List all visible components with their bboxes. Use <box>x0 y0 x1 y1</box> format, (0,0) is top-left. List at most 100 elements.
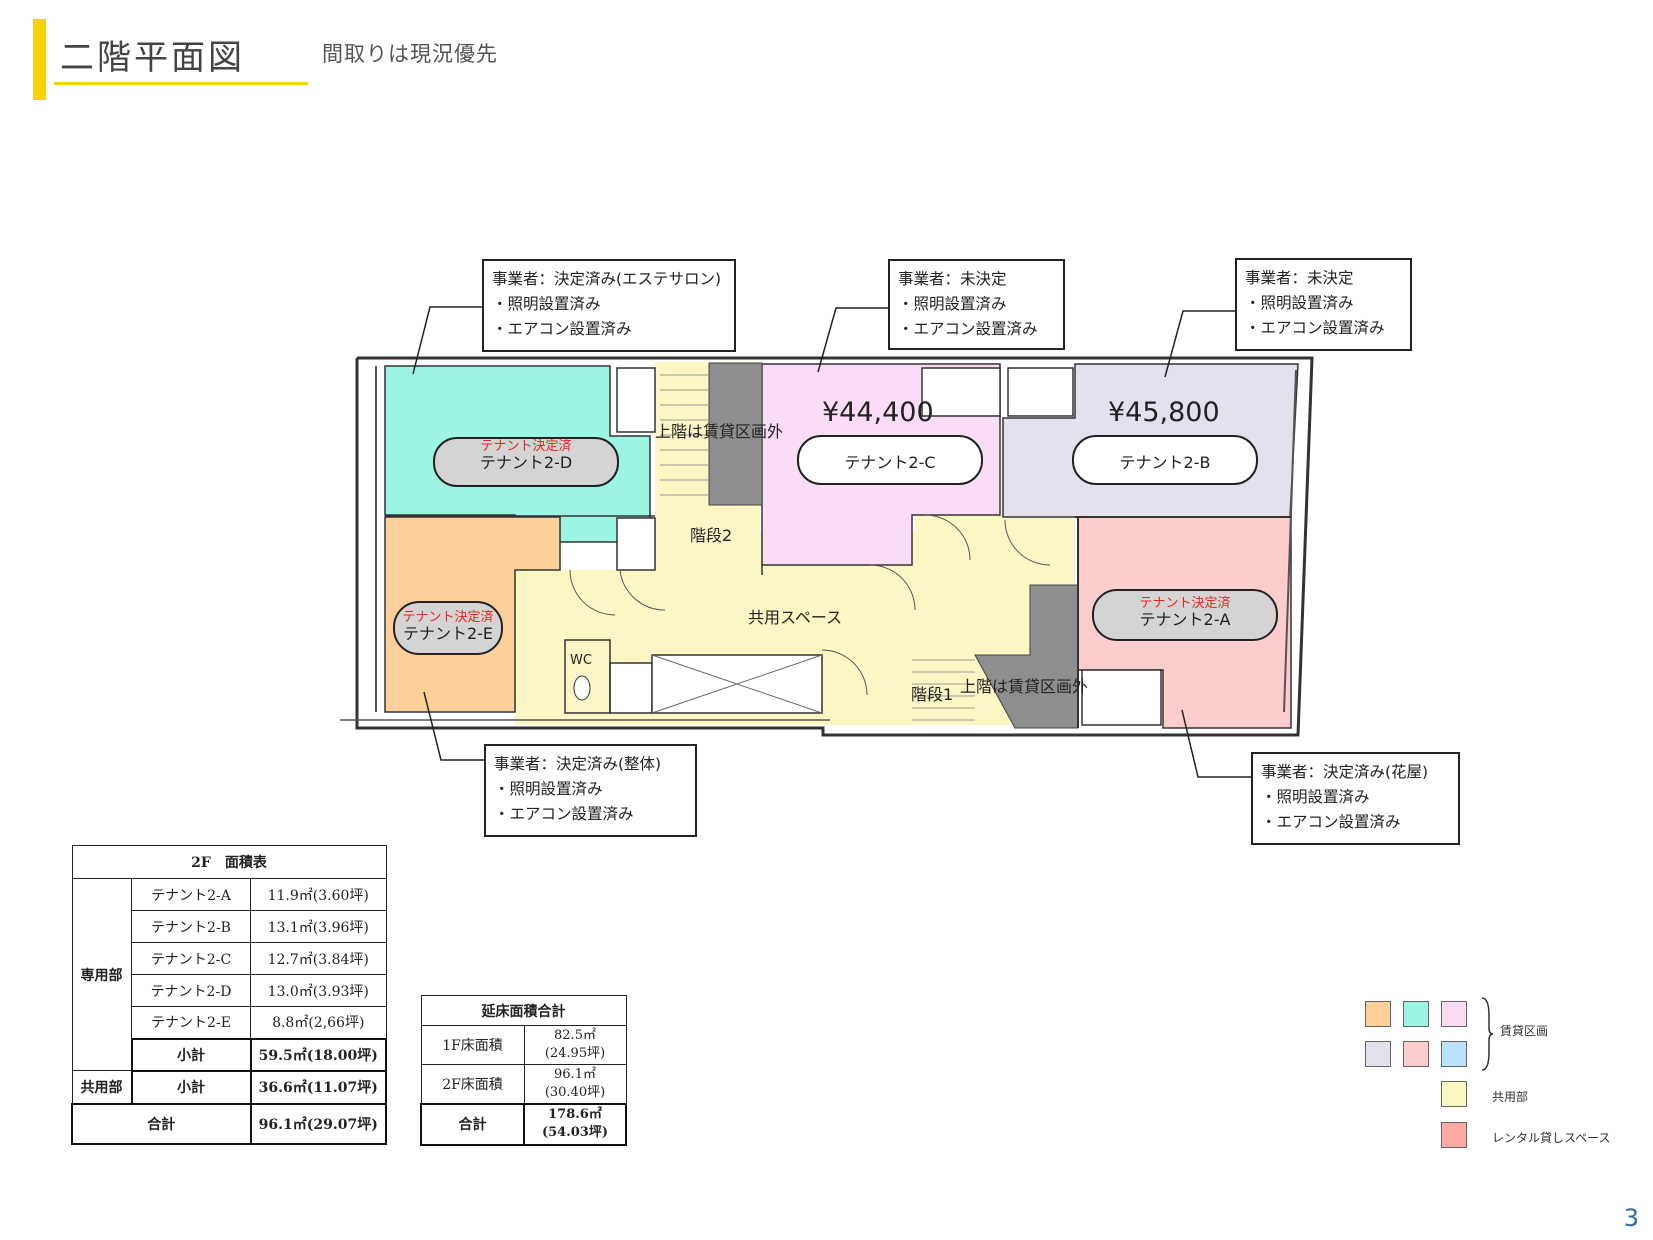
tenant-name: テナント2-C <box>131 942 251 975</box>
floor-total-label: 合計 <box>420 1102 525 1146</box>
callout-2-D: 事業者：決定済み(エステサロン) ・照明設置済み ・エアコン設置済み <box>482 259 736 352</box>
tenant-name: テナント2-D <box>131 974 251 1007</box>
floor-area-tsubo: (24.95坪) <box>544 1046 606 1061</box>
floor-area-tsubo: (30.40坪) <box>544 1084 606 1100</box>
legend-rental-space-swatch <box>1441 1122 1467 1148</box>
title-accent-bar <box>33 19 46 100</box>
legend-rental-space-label: レンタル貸しスペース <box>1492 1131 1611 1145</box>
tenant-area: 11.9㎡(3.60坪) <box>250 878 387 911</box>
floor-table-title: 延床面積合計 <box>420 995 627 1026</box>
callout-2-C: 事業者：未決定 ・照明設置済み ・エアコン設置済み <box>888 259 1065 350</box>
page-title: 二階平面図 <box>60 38 245 78</box>
closet-5 <box>1081 669 1162 726</box>
common-subtotal-label: 小計 <box>130 1069 252 1105</box>
leader-c <box>817 307 888 373</box>
closet-1 <box>616 367 656 433</box>
legend-swatch <box>1403 1041 1429 1067</box>
floor-area-sqm: 96.1㎡ <box>554 1066 596 1082</box>
floor-area: 96.1㎡ (30.40坪) <box>523 1064 627 1104</box>
floor-total: 178.6㎡ (54.03坪) <box>523 1102 627 1146</box>
room-2-C-label: テナント2-C <box>844 453 936 472</box>
closet-4 <box>1007 367 1074 417</box>
room-2-C-pill: テナント2-C <box>797 435 983 485</box>
callout-2-E: 事業者：決定済み(整体) ・照明設置済み ・エアコン設置済み <box>484 744 697 837</box>
door-swing-4 <box>924 514 971 561</box>
callout-2-B: 事業者：未決定 ・照明設置済み ・エアコン設置済み <box>1235 258 1412 351</box>
room-2-E-status: テナント決定済 <box>402 610 494 625</box>
room-2-A-pill: テナント決定済 テナント2-A <box>1092 589 1278 641</box>
closet-3 <box>921 367 1001 417</box>
callout-line: ・照明設置済み <box>1261 788 1370 806</box>
floor-name: 1F床面積 <box>420 1025 525 1065</box>
upper-floor-note-1: 上階は賃貸区画外 <box>960 677 1089 696</box>
leader-d <box>412 306 483 375</box>
tenant-name: テナント2-B <box>131 910 251 943</box>
callout-line: ・エアコン設置済み <box>898 320 1038 338</box>
private-subtotal: 59.5㎡(18.00坪) <box>249 1037 387 1072</box>
callout-line: ・エアコン設置済み <box>1261 813 1401 831</box>
callout-line: ・照明設置済み <box>1245 294 1354 312</box>
door-swing-6 <box>821 649 868 696</box>
floor-area-sqm: 82.5㎡ <box>554 1028 596 1043</box>
tenant-area: 12.7㎡(3.84坪) <box>250 942 387 975</box>
callout-line: 事業者：未決定 <box>898 270 1007 288</box>
callout-line: ・エアコン設置済み <box>494 805 634 823</box>
callout-line: ・エアコン設置済み <box>492 320 632 338</box>
legend-swatch <box>1403 1001 1429 1027</box>
inner-wall-right <box>1283 369 1297 713</box>
legend-rental-label: 賃貸区画 <box>1500 1024 1549 1038</box>
legend-swatch <box>1365 1041 1391 1067</box>
room-2-E-label: テナント2-E <box>402 624 494 643</box>
title-underline <box>54 82 308 85</box>
page-subtitle: 間取りは現況優先 <box>322 42 498 66</box>
legend-swatch <box>1441 1041 1467 1067</box>
floor-name: 2F床面積 <box>420 1064 525 1104</box>
common-area-label: 共用部 <box>71 1070 132 1104</box>
floor-total-tsubo: (54.03坪) <box>541 1125 608 1140</box>
tenant-area: 13.1㎡(3.96坪) <box>250 910 387 943</box>
stairs1-label: 階段1 <box>911 685 954 704</box>
area-table-title: 2F 面積表 <box>71 845 387 879</box>
total-label: 合計 <box>71 1102 252 1145</box>
room-2-C-price: ¥44,400 <box>822 397 934 428</box>
legend-swatch <box>1441 1001 1467 1027</box>
wc-room <box>564 639 611 714</box>
legend-brace <box>1481 997 1494 1071</box>
common-subtotal: 36.6㎡(11.07坪) <box>249 1069 387 1105</box>
area-table-2f: 2F 面積表 専用部 テナント2-A 11.9㎡(3.60坪) テナント2-B … <box>71 845 387 1145</box>
door-swing-2 <box>619 569 666 611</box>
private-subtotal-label: 小計 <box>130 1037 252 1072</box>
callout-line: ・照明設置済み <box>492 295 601 313</box>
leader-e <box>423 691 489 761</box>
callout-line: ・照明設置済み <box>494 780 603 798</box>
room-2-E-pill: テナント決定済 テナント2-E <box>393 601 503 655</box>
leader-b <box>1164 310 1235 378</box>
legend-swatch <box>1365 1001 1391 1027</box>
upper-floor-note-2: 上階は賃貸区画外 <box>655 422 784 441</box>
room-2-A-status: テナント決定済 <box>1139 596 1231 611</box>
stairs1-treads <box>912 659 975 721</box>
leader-a <box>1181 709 1251 778</box>
floor-area-table: 延床面積合計 1F床面積 82.5㎡ (24.95坪) 2F床面積 96.1㎡ … <box>420 995 627 1146</box>
tenant-name: テナント2-E <box>131 1006 251 1039</box>
callout-line: 事業者：未決定 <box>1245 269 1354 287</box>
door-swing-1 <box>569 569 616 616</box>
floor-total-sqm: 178.6㎡ <box>548 1107 602 1122</box>
wc-toilet <box>573 675 591 701</box>
callout-line: ・エアコン設置済み <box>1245 319 1385 337</box>
callout-2-A: 事業者：決定済み(花屋) ・照明設置済み ・エアコン設置済み <box>1251 752 1460 845</box>
legend-common-label: 共用部 <box>1492 1090 1529 1104</box>
tenant-area: 13.0㎡(3.93坪) <box>250 974 387 1007</box>
closet-2 <box>616 517 656 571</box>
floor-area: 82.5㎡ (24.95坪) <box>523 1025 627 1065</box>
wc-label: WC <box>570 653 592 668</box>
legend-common-swatch <box>1441 1081 1467 1107</box>
room-2-D-label: テナント2-D <box>479 453 573 472</box>
door-swing-3 <box>869 564 916 611</box>
stairs2-label: 階段2 <box>690 526 733 545</box>
room-2-D-status: テナント決定済 <box>480 439 572 454</box>
outer-wall <box>355 356 1314 737</box>
room-2-B-label: テナント2-B <box>1119 453 1211 472</box>
private-area-label: 専用部 <box>71 878 132 1071</box>
callout-line: ・照明設置済み <box>898 295 1007 313</box>
